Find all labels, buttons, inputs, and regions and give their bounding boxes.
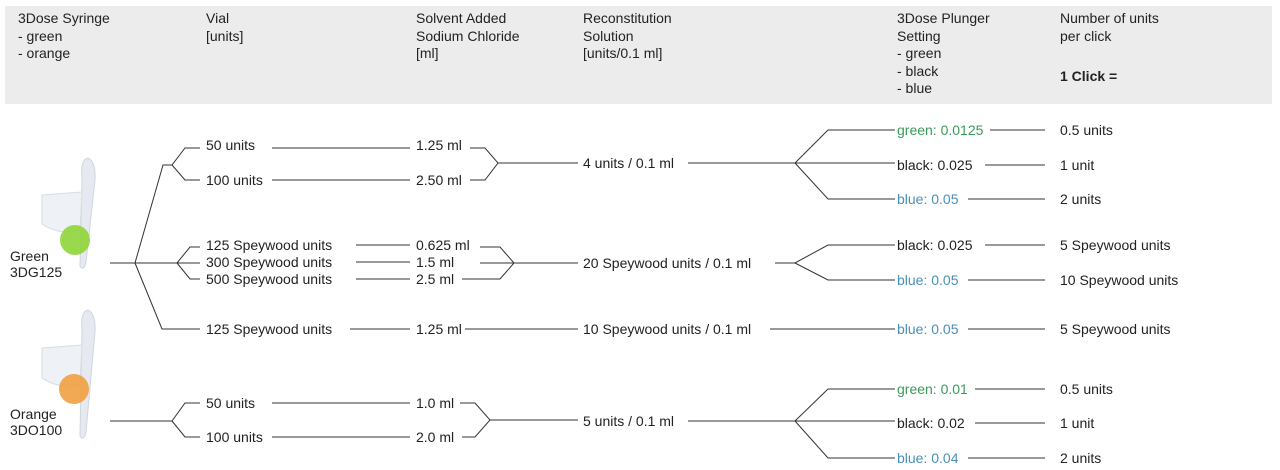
syringe-label-orange: Orange 3DO100 <box>10 406 63 438</box>
header-plunger: 3Dose Plunger Setting - green - black - … <box>897 10 990 96</box>
header-click: 1 Click = <box>1060 68 1118 84</box>
plunger-setting: black: 0.025 <box>896 237 974 253</box>
vial-label: 100 units <box>205 172 264 188</box>
units-per-click: 1 unit <box>1059 415 1096 431</box>
units-per-click: 5 Speywood units <box>1059 237 1172 253</box>
solvent-label: 1.25 ml <box>415 137 463 153</box>
units-per-click: 0.5 units <box>1059 122 1114 138</box>
plunger-setting: blue: 0.04 <box>896 450 960 466</box>
plunger-setting: black: 0.02 <box>896 415 966 431</box>
plunger-setting: black: 0.025 <box>896 157 974 173</box>
solvent-label: 1.5 ml <box>415 254 456 270</box>
solvent-label: 2.0 ml <box>415 429 456 445</box>
vial-label: 125 Speywood units <box>205 237 334 253</box>
solution-label: 4 units / 0.1 ml <box>582 155 676 171</box>
header-solvent: Solvent Added Sodium Chloride [ml] <box>416 10 520 61</box>
green-syringe-icon <box>41 157 96 269</box>
plunger-setting: blue: 0.05 <box>896 191 960 207</box>
solution-label: 20 Speywood units / 0.1 ml <box>582 255 753 271</box>
solvent-label: 1.0 ml <box>415 395 456 411</box>
vial-label: 125 Speywood units <box>205 321 334 337</box>
units-per-click: 10 Speywood units <box>1059 272 1180 288</box>
header-syringe: 3Dose Syringe - green - orange <box>18 10 110 61</box>
solvent-label: 1.25 ml <box>415 321 463 337</box>
units-per-click: 1 unit <box>1059 157 1096 173</box>
units-per-click: 5 Speywood units <box>1059 321 1172 337</box>
plunger-setting: blue: 0.05 <box>896 272 960 288</box>
plunger-setting: green: 0.0125 <box>896 122 985 138</box>
vial-label: 300 Speywood units <box>205 254 334 270</box>
solution-label: 5 units / 0.1 ml <box>582 413 676 429</box>
vial-label: 50 units <box>205 137 257 153</box>
units-per-click: 2 units <box>1059 191 1103 207</box>
vial-label: 500 Speywood units <box>205 271 334 287</box>
solvent-label: 2.5 ml <box>415 271 456 287</box>
syringe-label-green: Green 3DG125 <box>10 248 63 280</box>
solvent-label: 2.50 ml <box>415 172 463 188</box>
solvent-label: 0.625 ml <box>415 237 471 253</box>
header-band <box>5 6 1272 104</box>
solution-label: 10 Speywood units / 0.1 ml <box>582 321 753 337</box>
units-per-click: 0.5 units <box>1059 381 1114 397</box>
header-vial: Vial [units] <box>206 10 244 44</box>
vial-label: 100 units <box>205 429 264 445</box>
units-per-click: 2 units <box>1059 450 1103 466</box>
plunger-setting: green: 0.01 <box>896 381 969 397</box>
orange-syringe-icon <box>41 309 96 439</box>
header-solution: Reconstitution Solution [units/0.1 ml] <box>583 10 672 61</box>
header-units: Number of units per click <box>1060 10 1159 44</box>
plunger-setting: blue: 0.05 <box>896 321 960 337</box>
vial-label: 50 units <box>205 395 257 411</box>
